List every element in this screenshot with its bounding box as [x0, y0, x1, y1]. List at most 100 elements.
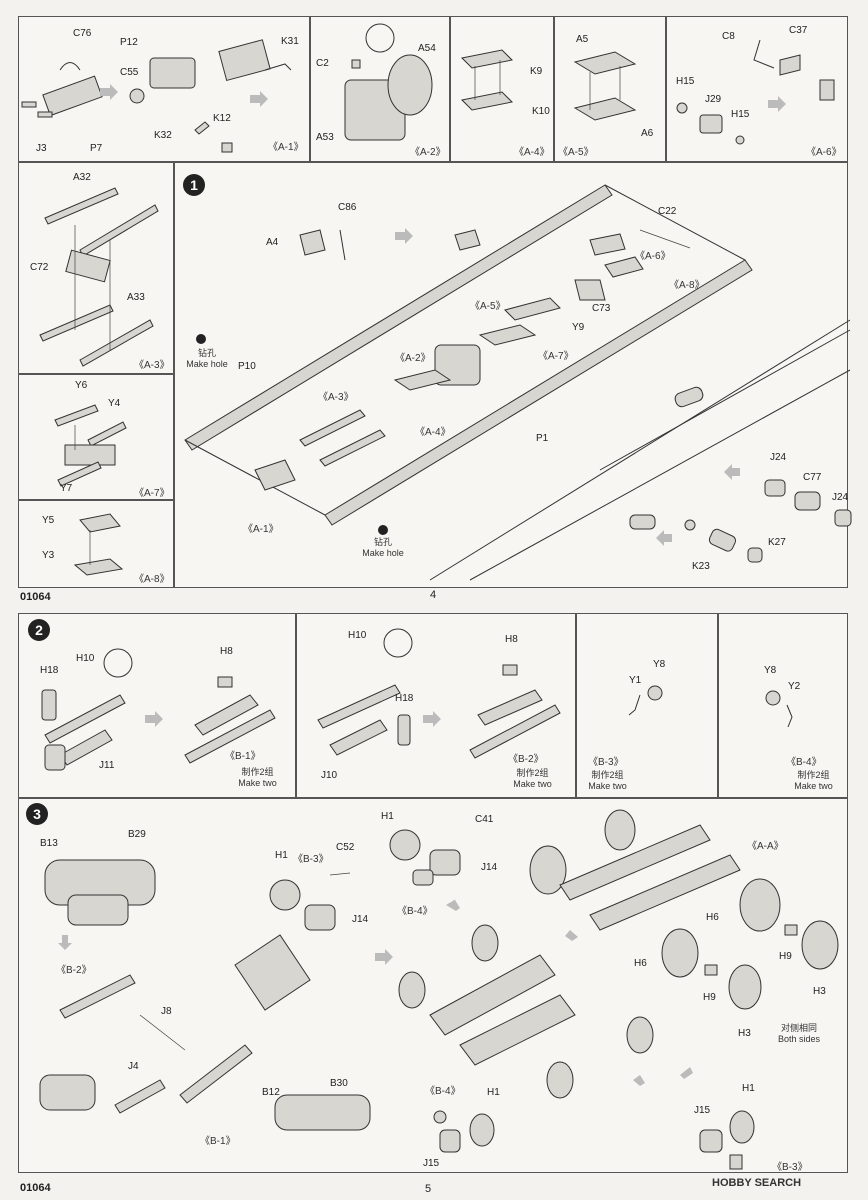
callout-a3: 《A-3》 — [318, 392, 354, 403]
step-number-3: 3 — [26, 803, 48, 825]
label-y5: Y5 — [42, 515, 55, 526]
label-k32: K32 — [154, 130, 172, 141]
label-j3: J3 — [36, 143, 47, 154]
label-j4: J4 — [128, 1061, 139, 1072]
label-a54: A54 — [418, 43, 436, 54]
label-y1: Y1 — [629, 675, 642, 686]
label-b30: B30 — [330, 1078, 348, 1089]
subassembly-tag-b1: 《B-1》 — [225, 751, 261, 762]
label-k23: K23 — [692, 561, 710, 572]
callout-a1: 《A-1》 — [243, 524, 279, 535]
label-h9-a: H9 — [779, 951, 792, 962]
label-c77: C77 — [803, 472, 822, 483]
subassembly-tag-a8: 《A-8》 — [134, 574, 170, 585]
subassembly-tag-a2: 《A-2》 — [410, 147, 446, 158]
label-a32: A32 — [73, 172, 91, 183]
label-h8: H8 — [220, 646, 233, 657]
label-c41: C41 — [475, 814, 494, 825]
label-j15-b: J15 — [694, 1105, 711, 1116]
label-j14-b: J14 — [481, 862, 498, 873]
step-number-2: 2 — [28, 619, 50, 641]
subassembly-tag-a1: 《A-1》 — [268, 142, 304, 153]
label-j15-a: J15 — [423, 1158, 440, 1169]
label-h18: H18 — [395, 693, 414, 704]
subassembly-tag-b2: 《B-2》 — [508, 754, 544, 765]
callout-b1: 《B-1》 — [200, 1136, 236, 1147]
label-c73: C73 — [592, 303, 611, 314]
step-number-1: 1 — [183, 174, 205, 196]
callout-a7: 《A-7》 — [538, 351, 574, 362]
label-c22: C22 — [658, 206, 677, 217]
subassembly-tag-a4: 《A-4》 — [514, 147, 550, 158]
label-c76: C76 — [73, 28, 92, 39]
label-h1-c: H1 — [487, 1087, 500, 1098]
label-a4: A4 — [266, 237, 279, 248]
subassembly-tag-a3: 《A-3》 — [134, 360, 170, 371]
label-c72: C72 — [30, 262, 49, 273]
page-number-5: 5 — [425, 1183, 432, 1195]
label-k27: K27 — [768, 537, 786, 548]
callout-b3-b: 《B-3》 — [772, 1162, 808, 1173]
label-k10: K10 — [532, 106, 550, 117]
label-j14-a: J14 — [352, 914, 369, 925]
label-h1-b: H1 — [381, 811, 394, 822]
page5-illustrations — [39, 628, 839, 1170]
label-a5: A5 — [576, 34, 589, 45]
subassembly-tag-b4: 《B-4》 — [786, 757, 822, 768]
label-b12: B12 — [262, 1087, 280, 1098]
label-j29: J29 — [705, 94, 722, 105]
callout-aa: 《A-A》 — [747, 841, 784, 852]
subassembly-tag-a7: 《A-7》 — [134, 488, 170, 499]
hobby-search-watermark: HOBBY SEARCH — [712, 1177, 802, 1189]
label-j10: J10 — [321, 770, 338, 781]
page-code-top: 01064 — [20, 591, 51, 603]
label-y4: Y4 — [108, 398, 121, 409]
callout-b4-a: 《B-4》 — [397, 906, 433, 917]
label-p10: P10 — [238, 361, 256, 372]
panel-step1 — [174, 162, 848, 588]
subassembly-tag-a5: 《A-5》 — [558, 147, 594, 158]
panel-a5 — [554, 16, 666, 162]
page-code-bottom: 01064 — [20, 1182, 51, 1194]
instruction-page-4: C76 P12 K31 C55 J3 P7 K32 K12 《A-1》 C2 A… — [18, 16, 852, 603]
panel-a6 — [666, 16, 848, 162]
label-a33: A33 — [127, 292, 145, 303]
label-c86: C86 — [338, 202, 357, 213]
page4-illustrations — [21, 23, 852, 581]
page-number-4: 4 — [430, 589, 437, 601]
panel-step2-b4 — [718, 613, 848, 798]
label-y9: Y9 — [572, 322, 585, 333]
callout-a5: 《A-5》 — [470, 301, 506, 312]
label-h9-b: H9 — [703, 992, 716, 1003]
label-h1-d: H1 — [742, 1083, 755, 1094]
label-k31: K31 — [281, 36, 299, 47]
subassembly-tag-b3: 《B-3》 — [588, 757, 624, 768]
panel-step2-b3 — [576, 613, 718, 798]
label-c37: C37 — [789, 25, 808, 36]
label-h1-a: H1 — [275, 850, 288, 861]
label-b13: B13 — [40, 838, 58, 849]
label-a53: A53 — [316, 132, 334, 143]
label-h8: H8 — [505, 634, 518, 645]
label-j24-b: J24 — [832, 492, 849, 503]
label-y8: Y8 — [764, 665, 777, 676]
label-a6: A6 — [641, 128, 654, 139]
callout-a2: 《A-2》 — [395, 353, 431, 364]
label-h3-b: H3 — [738, 1028, 751, 1039]
label-j8: J8 — [161, 1006, 172, 1017]
label-y7: Y7 — [60, 483, 73, 494]
callout-b4-b: 《B-4》 — [425, 1086, 461, 1097]
label-k9: K9 — [530, 66, 543, 77]
label-y6: Y6 — [75, 380, 88, 391]
label-j24-a: J24 — [770, 452, 787, 463]
label-h3-a: H3 — [813, 986, 826, 997]
label-c2: C2 — [316, 58, 329, 69]
label-c8: C8 — [722, 31, 735, 42]
subassembly-tag-a6: 《A-6》 — [806, 147, 842, 158]
